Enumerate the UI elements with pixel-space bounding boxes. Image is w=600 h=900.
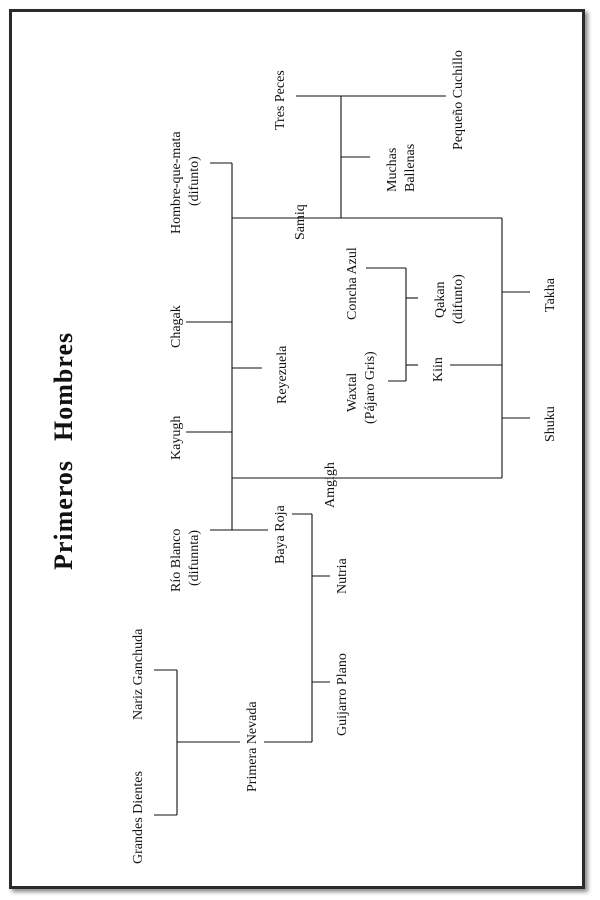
svg-text:Pequeño Cuchillo: Pequeño Cuchillo xyxy=(451,50,466,150)
svg-text:Qakan: Qakan xyxy=(433,281,448,318)
svg-text:Ballenas: Ballenas xyxy=(403,144,418,192)
svg-text:Nutria: Nutria xyxy=(335,557,350,594)
label-nutria: Nutria xyxy=(335,557,350,594)
label-kiin: Kiin xyxy=(431,357,446,382)
svg-text:Amgigh: Amgigh xyxy=(323,462,338,508)
svg-text:Reyezuela: Reyezuela xyxy=(275,345,290,404)
svg-text:Waxtal: Waxtal xyxy=(345,373,360,412)
label-takha: Takha xyxy=(543,277,558,312)
svg-text:Muchas: Muchas xyxy=(385,148,400,192)
svg-text:Hombre-que-mata: Hombre-que-mata xyxy=(169,131,184,234)
label-guijarro-plano: Guijarro Plano xyxy=(335,653,350,736)
title-first-word: Primeros xyxy=(49,460,78,570)
label-hombre-que-mata: Hombre-que-mata (difunto) xyxy=(169,131,202,234)
svg-text:Kayugh: Kayugh xyxy=(169,416,184,460)
label-grandes-dientes: Grandes Dientes xyxy=(131,771,146,864)
svg-text:Primera Nevada: Primera Nevada xyxy=(245,701,260,792)
label-muchas-ballenas: Muchas Ballenas xyxy=(385,144,418,192)
label-baya-roja: Baya Roja xyxy=(273,505,288,564)
svg-text:Nariz Ganchuda: Nariz Ganchuda xyxy=(131,628,146,720)
label-shuku: Shuku xyxy=(543,406,558,442)
svg-text:Primeros Hombres: Primeros Hombres xyxy=(49,332,78,570)
svg-text:Chagak: Chagak xyxy=(169,305,184,348)
label-waxtal: Waxtal (Pájaro Gris) xyxy=(345,351,378,424)
label-nariz-ganchuda: Nariz Ganchuda xyxy=(131,628,146,720)
svg-text:Kiin: Kiin xyxy=(431,357,446,382)
label-tres-peces: Tres Peces xyxy=(273,70,288,130)
label-rio-blanco: Río Blanco (difunnta) xyxy=(169,529,202,592)
svg-text:Grandes Dientes: Grandes Dientes xyxy=(131,771,146,864)
svg-text:Samiq: Samiq xyxy=(293,204,308,240)
svg-text:Río Blanco: Río Blanco xyxy=(169,529,184,592)
label-chagak: Chagak xyxy=(169,305,184,348)
svg-text:Shuku: Shuku xyxy=(543,406,558,442)
label-concha-azul: Concha Azul xyxy=(345,247,360,320)
label-samiq: Samiq xyxy=(293,204,308,240)
svg-text:(difunnta): (difunnta) xyxy=(187,530,202,586)
label-pequeno-cuchillo: Pequeño Cuchillo xyxy=(451,50,466,150)
label-amgigh: Amgigh xyxy=(323,462,338,508)
label-kayugh: Kayugh xyxy=(169,416,184,460)
svg-text:Concha Azul: Concha Azul xyxy=(345,247,360,320)
title-second-word: Hombres xyxy=(49,332,78,441)
connector-lines xyxy=(154,95,530,816)
svg-text:Guijarro Plano: Guijarro Plano xyxy=(335,653,350,736)
label-qakan: Qakan (difunto) xyxy=(433,274,466,324)
svg-text:Baya Roja: Baya Roja xyxy=(273,505,288,564)
svg-text:(difunto): (difunto) xyxy=(451,274,466,324)
svg-text:Takha: Takha xyxy=(543,277,558,312)
svg-text:(difunto): (difunto) xyxy=(187,156,202,206)
svg-text:(Pájaro Gris): (Pájaro Gris) xyxy=(363,351,378,424)
label-reyezuela: Reyezuela xyxy=(275,345,290,404)
page-title: Primeros Hombres xyxy=(49,332,78,570)
label-primera-nevada: Primera Nevada xyxy=(245,701,260,792)
svg-text:Tres Peces: Tres Peces xyxy=(273,70,288,130)
